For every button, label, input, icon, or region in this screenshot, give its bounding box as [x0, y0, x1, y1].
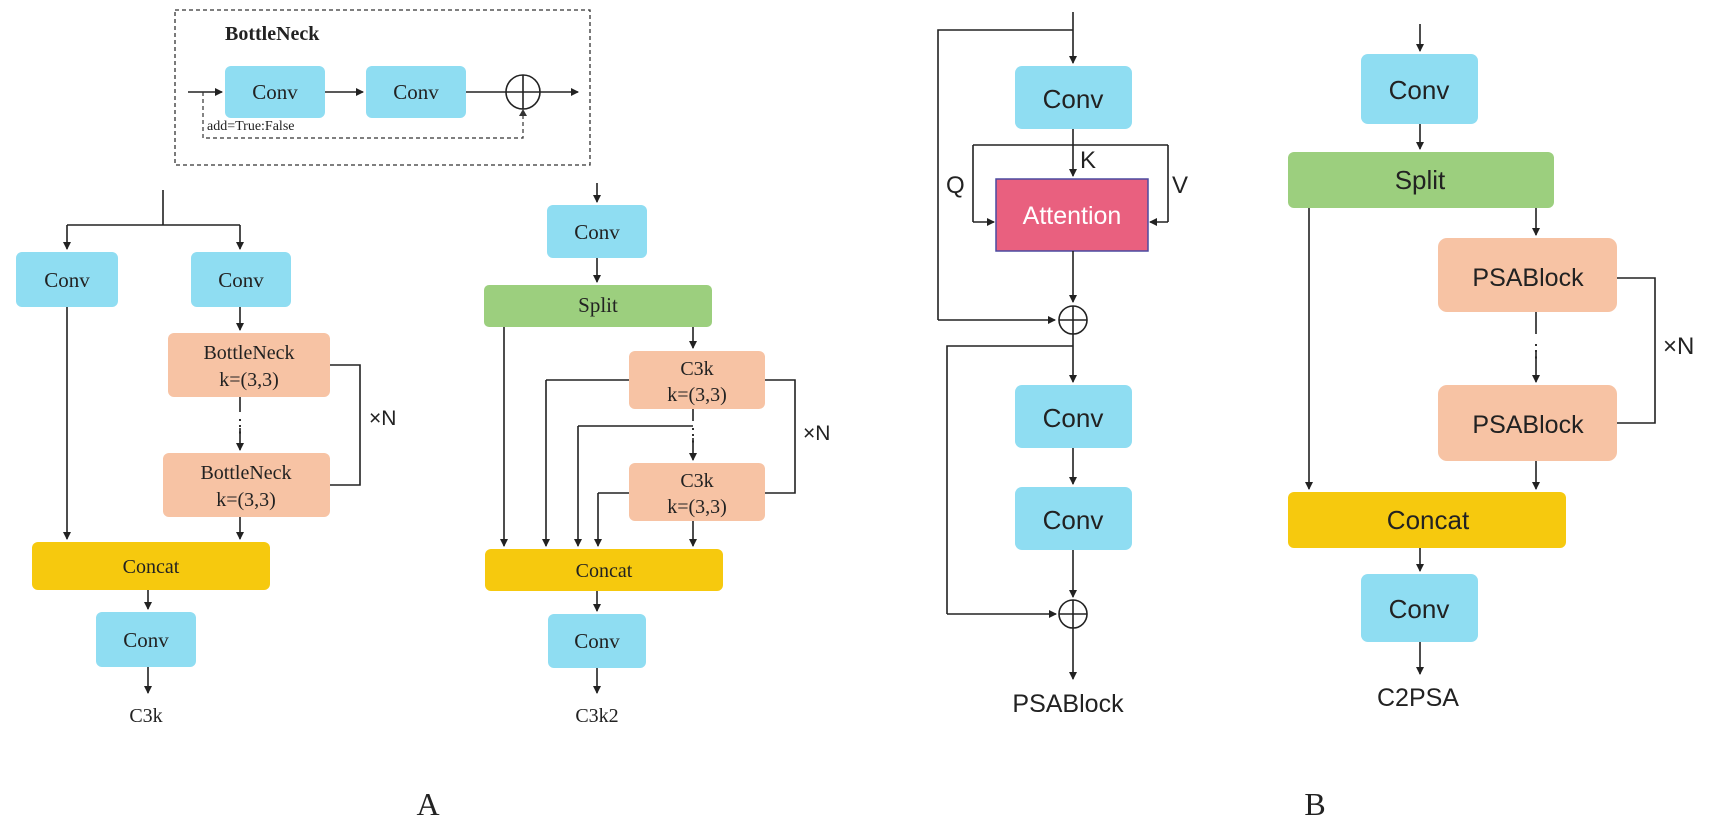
c3k-conv-right — [191, 252, 291, 307]
c3k-repeat-label: ×N — [369, 407, 396, 430]
c3k2-ellipsis-icon: ⋮ — [684, 425, 702, 445]
c3k-conv-left-label: Conv — [44, 268, 90, 292]
c3k2-diagram: Conv Split C3k k=(3,3) ⋮ C3k k=(3,3) ×N … — [484, 183, 830, 727]
c3k2-c3k-block-1 — [629, 351, 765, 409]
c3k-bottleneck-block-2 — [163, 453, 330, 517]
c2psa-conv-in-label: Conv — [1389, 75, 1450, 105]
c3k2-c3k-1-line1: C3k — [680, 358, 713, 380]
panel-label-b: B — [1304, 786, 1325, 822]
c2psa-split-label: Split — [1395, 165, 1446, 195]
bottleneck-detail-conv2 — [366, 66, 466, 118]
c3k2-conv-in — [547, 205, 647, 258]
c3k2-concat — [485, 549, 723, 591]
c3k-concat-label: Concat — [123, 556, 180, 578]
bottleneck-detail-panel: BottleNeck Conv Conv add=True:False — [174, 9, 591, 166]
c3k-bottleneck-1-line2: k=(3,3) — [219, 369, 279, 391]
c2psa-concat — [1288, 492, 1566, 548]
c3k2-split-label: Split — [578, 293, 618, 317]
psablock-attention — [995, 178, 1149, 252]
psablock-conv-in-label: Conv — [1043, 84, 1104, 114]
c3k-conv-right-label: Conv — [218, 268, 264, 292]
psablock-k-label: K — [1080, 147, 1096, 174]
c3k-diagram: Conv Conv BottleNeck k=(3,3) ⋮ BottleNec… — [16, 190, 396, 727]
c3k-name: C3k — [129, 705, 162, 727]
psablock-name: PSABlock — [1012, 690, 1124, 718]
c3k2-concat-label: Concat — [576, 560, 633, 582]
c3k-bottleneck-2-line2: k=(3,3) — [216, 489, 276, 511]
c3k2-c3k-2-line1: C3k — [680, 470, 713, 492]
bottleneck-detail-conv2-label: Conv — [393, 80, 439, 104]
bottleneck-detail-conv1 — [225, 66, 325, 118]
c2psa-repeat-label: ×N — [1663, 333, 1694, 360]
psablock-conv-mid-2-label: Conv — [1043, 505, 1104, 535]
c3k-bottleneck-block-1 — [168, 333, 330, 397]
panel-label-a: A — [416, 786, 439, 822]
c2psa-diagram: Conv Split PSABlock ⋮ PSABlock ×N Concat… — [1288, 24, 1694, 712]
c3k2-c3k-1-line2: k=(3,3) — [667, 384, 727, 406]
c3k2-c3k-2-line2: k=(3,3) — [667, 496, 727, 518]
psablock-attention-label: Attention — [1023, 202, 1122, 230]
c3k-concat — [32, 542, 270, 590]
psablock-conv-mid-2 — [1015, 487, 1132, 550]
c2psa-conv-out — [1361, 574, 1478, 642]
c2psa-ellipsis-icon: ⋮ — [1527, 341, 1545, 361]
c3k-conv-out-label: Conv — [123, 628, 169, 652]
c3k-bottleneck-2-line1: BottleNeck — [200, 462, 291, 484]
c2psa-conv-in — [1361, 54, 1478, 124]
c3k-ellipsis-icon: ⋮ — [231, 416, 249, 436]
c2psa-conv-out-label: Conv — [1389, 594, 1450, 624]
c2psa-split — [1288, 152, 1554, 208]
psablock-diagram: Conv Q K V Attention Conv Conv PSABlock — [937, 12, 1188, 718]
psablock-conv-mid-1 — [1015, 385, 1132, 448]
c3k-bottleneck-1-line1: BottleNeck — [203, 342, 294, 364]
bottleneck-detail-border — [174, 9, 591, 166]
bottleneck-detail-title: BottleNeck — [225, 23, 320, 45]
c3k2-c3k-block-2 — [629, 463, 765, 521]
c3k2-conv-out — [548, 614, 646, 668]
c2psa-psablock-2-label: PSABlock — [1472, 411, 1584, 439]
c3k2-name: C3k2 — [575, 705, 618, 727]
c3k2-conv-in-label: Conv — [574, 220, 620, 244]
bottleneck-add-note: add=True:False — [207, 119, 295, 134]
c3k2-conv-out-label: Conv — [574, 629, 620, 653]
psablock-q-label: Q — [946, 172, 965, 199]
c3k2-repeat-label: ×N — [803, 422, 830, 445]
psablock-v-label: V — [1172, 172, 1188, 199]
c2psa-concat-label: Concat — [1387, 505, 1470, 535]
c2psa-psablock-2 — [1438, 385, 1617, 461]
bottleneck-detail-conv1-label: Conv — [252, 80, 298, 104]
c3k-conv-left — [16, 252, 118, 307]
psablock-conv-in — [1015, 66, 1132, 129]
c3k2-split — [484, 285, 712, 327]
psablock-conv-mid-1-label: Conv — [1043, 403, 1104, 433]
c2psa-name: C2PSA — [1377, 684, 1459, 712]
c3k-conv-out — [96, 612, 196, 667]
c2psa-psablock-1-label: PSABlock — [1472, 264, 1584, 292]
c2psa-psablock-1 — [1438, 238, 1617, 312]
